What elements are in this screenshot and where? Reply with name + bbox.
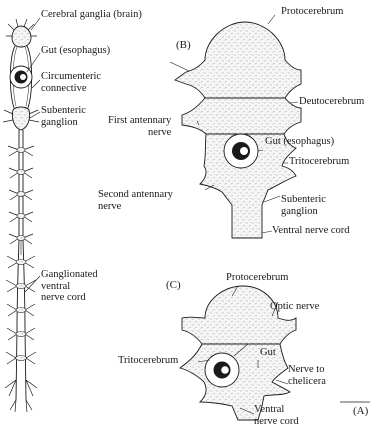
- ventral-nerve-cord-label-b: Ventral nerve cord: [272, 225, 350, 237]
- gut-esophagus-label-b: Gut (esophagus): [265, 136, 334, 148]
- gut-esophagus-label-a: Gut (esophagus): [41, 45, 110, 57]
- optic-nerve-label: Optic nerve: [270, 301, 319, 313]
- tritocerebrum-label-c: Tritocerebrum: [118, 355, 178, 367]
- protocerebrum-label-c: Protocerebrum: [226, 272, 288, 284]
- panel-c-label: (C): [166, 280, 181, 292]
- tritocerebrum-label-b: Tritocerebrum: [289, 156, 349, 168]
- gut-label-c: Gut: [260, 347, 276, 359]
- cerebral-ganglia-label: Cerebral ganglia (brain): [41, 9, 142, 21]
- panel-b-label: (B): [176, 40, 191, 52]
- panel-a-drawing: [3, 18, 40, 412]
- protocerebrum-label-b: Protocerebrum: [281, 6, 343, 18]
- panel-a-label: (A): [353, 406, 368, 418]
- protocerebrum-shape-b: [175, 22, 301, 98]
- subenteric-ganglion-shape-a: [12, 107, 29, 130]
- deutocerebrum-shape: [182, 98, 301, 134]
- deutocerebrum-label: Deutocerebrum: [299, 96, 364, 108]
- cerebral-ganglia-shape: [12, 26, 31, 47]
- protocerebrum-shape-c: [182, 286, 296, 344]
